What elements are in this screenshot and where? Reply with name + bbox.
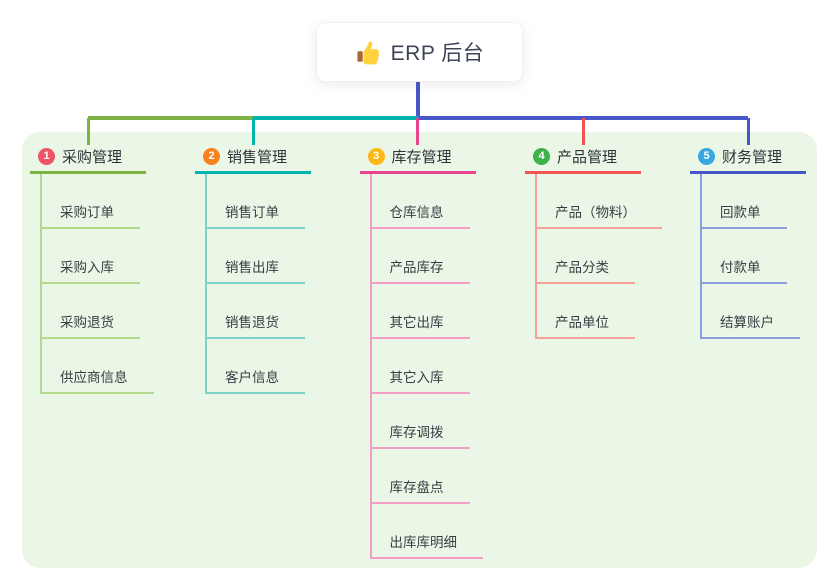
branch-label: 库存管理	[391, 149, 452, 166]
child-node-label: 销售订单	[225, 205, 279, 220]
branch-header-finance[interactable]: 5 财务管理	[690, 144, 806, 174]
child-node-label: 产品分类	[555, 260, 609, 275]
child-node[interactable]: 客户信息	[207, 339, 305, 394]
child-node-label: 库存盘点	[389, 480, 444, 495]
branch-label: 销售管理	[227, 149, 288, 166]
child-node[interactable]: 销售订单	[207, 174, 305, 229]
child-node-label: 采购入库	[60, 260, 114, 275]
branch-finance: 5 财务管理 回款单付款单结算账户	[690, 144, 806, 339]
branch-children: 采购订单采购入库采购退货供应商信息	[40, 174, 154, 394]
child-node-label: 库存调拨	[389, 425, 444, 440]
child-node-label: 产品单位	[555, 315, 609, 330]
branch-label: 财务管理	[722, 149, 783, 166]
child-node-label: 出库库明细	[389, 535, 458, 550]
branch-label: 产品管理	[557, 149, 618, 166]
branch-drop-line	[251, 118, 255, 145]
branch-header-inventory[interactable]: 3 库存管理	[359, 144, 476, 174]
child-node[interactable]: 销售退货	[207, 284, 305, 339]
branch-number-badge: 4	[533, 148, 550, 165]
child-node[interactable]: 产品库存	[371, 229, 470, 284]
child-node-label: 供应商信息	[60, 370, 128, 385]
child-node[interactable]: 采购订单	[42, 174, 140, 229]
child-node[interactable]: 库存调拨	[371, 394, 470, 449]
branch-children: 仓库信息产品库存其它出库其它入库库存调拨库存盘点出库库明细	[369, 174, 483, 559]
branch-number-badge: 3	[367, 148, 385, 165]
child-node-label: 采购退货	[60, 315, 114, 330]
branch-drop-line	[416, 118, 419, 145]
child-node[interactable]: 采购退货	[42, 284, 140, 339]
branch-label: 采购管理	[62, 149, 123, 166]
branch-number-badge: 2	[203, 148, 220, 165]
child-node-label: 结算账户	[720, 315, 774, 330]
child-node-label: 回款单	[720, 205, 761, 220]
branch-drop-line	[746, 118, 750, 145]
child-node-label: 产品库存	[389, 260, 444, 275]
bus-segment-teal	[253, 116, 418, 120]
child-node[interactable]: 供应商信息	[42, 339, 154, 394]
child-node[interactable]: 产品单位	[537, 284, 635, 339]
branch-header-product[interactable]: 4 产品管理	[525, 144, 641, 174]
branch-product: 4 产品管理 产品（物料） 产品分类产品单位	[525, 144, 662, 339]
branch-sales: 2 销售管理 销售订单销售出库销售退货客户信息	[195, 144, 311, 394]
child-node-label: 销售退货	[225, 315, 279, 330]
child-node[interactable]: 库存盘点	[371, 449, 470, 504]
child-node[interactable]: 其它入库	[371, 339, 470, 394]
mindmap-panel	[22, 132, 817, 568]
branch-drop-line	[581, 118, 585, 145]
branch-number-badge: 5	[698, 148, 715, 165]
branch-children: 回款单付款单结算账户	[700, 174, 800, 339]
root-node[interactable]: ERP 后台	[316, 22, 523, 82]
child-node-label: 客户信息	[225, 370, 279, 385]
child-node-label: 其它出库	[389, 315, 444, 330]
child-node[interactable]: 出库库明细	[371, 504, 483, 559]
thumbs-up-icon	[357, 41, 379, 65]
branch-header-sales[interactable]: 2 销售管理	[195, 144, 311, 174]
child-node[interactable]: 产品（物料）	[537, 174, 662, 229]
branch-inventory: 3 库存管理 仓库信息产品库存其它出库其它入库库存调拨库存盘点出库库明细	[359, 144, 483, 559]
bus-segment-green	[88, 116, 253, 120]
child-node[interactable]: 产品分类	[537, 229, 635, 284]
root-title: ERP 后台	[390, 42, 485, 65]
branch-header-procurement[interactable]: 1 采购管理	[30, 144, 146, 174]
child-node-label: 付款单	[720, 260, 761, 275]
branch-number-badge: 1	[38, 148, 55, 165]
branch-children: 产品（物料） 产品分类产品单位	[535, 174, 662, 339]
child-node-label: 销售出库	[225, 260, 279, 275]
child-node-label: 其它入库	[389, 370, 444, 385]
root-stem-line	[415, 82, 420, 120]
child-node[interactable]: 其它出库	[371, 284, 470, 339]
branch-children: 销售订单销售出库销售退货客户信息	[205, 174, 305, 394]
child-node[interactable]: 结算账户	[702, 284, 800, 339]
branch-procurement: 1 采购管理 采购订单采购入库采购退货供应商信息	[30, 144, 154, 394]
child-node-label: 产品（物料）	[555, 205, 636, 220]
child-node[interactable]: 采购入库	[42, 229, 140, 284]
child-node[interactable]: 付款单	[702, 229, 787, 284]
child-node[interactable]: 销售出库	[207, 229, 305, 284]
child-node[interactable]: 回款单	[702, 174, 787, 229]
child-node-label: 仓库信息	[389, 205, 444, 220]
child-node[interactable]: 仓库信息	[371, 174, 470, 229]
branch-drop-line	[86, 118, 90, 145]
child-node-label: 采购订单	[60, 205, 114, 220]
